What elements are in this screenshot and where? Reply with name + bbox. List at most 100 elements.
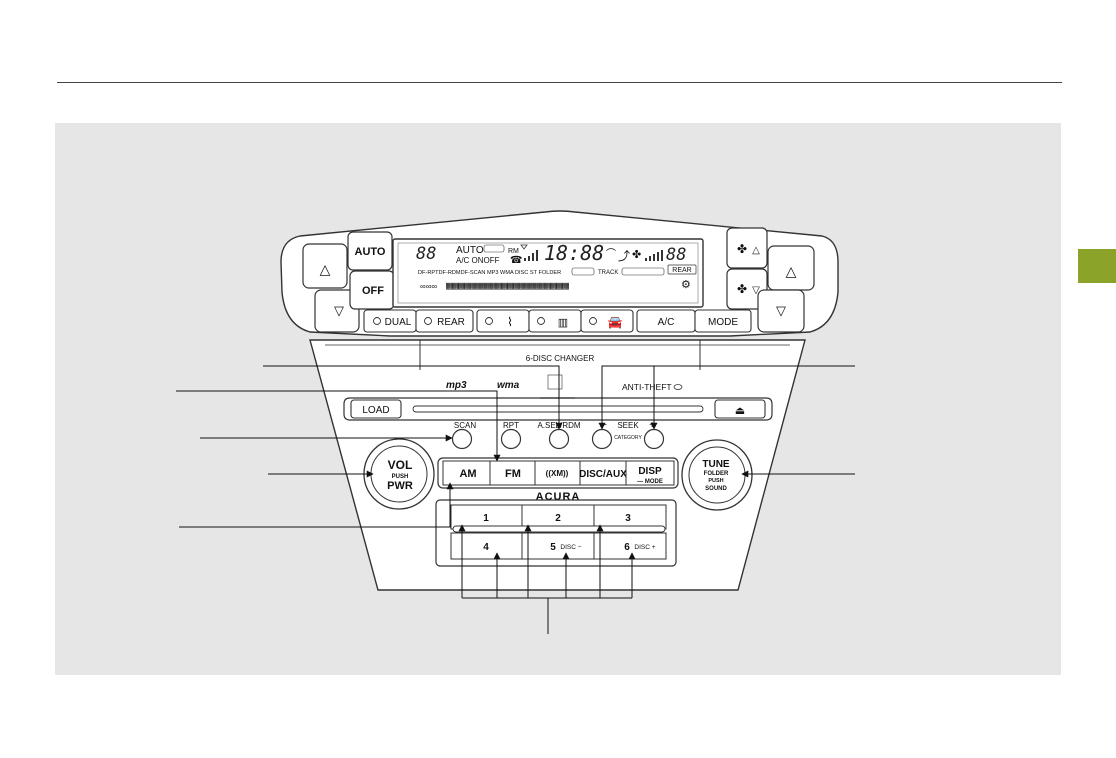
lcd-settings-icon: ⚙ (681, 279, 691, 291)
fan-down-button[interactable]: ✤ ▽ (726, 268, 768, 310)
preset-6-label: 6 (624, 542, 630, 553)
volume-power-knob[interactable]: VOL PUSH PWR (363, 438, 435, 510)
eject-icon: ⏏ (735, 405, 745, 417)
disc-slot-bar (343, 397, 773, 421)
lcd-digits-left: 88 (416, 244, 436, 264)
disc-indicator-icon (547, 374, 563, 390)
wma-logo: wma (497, 380, 520, 391)
lcd-status-row: DF-RPTDF-RDMDF-SCAN MP3 WMA DISC ST FOLD… (418, 270, 561, 276)
disc-aux-button[interactable]: DISC/AUX (579, 460, 627, 486)
down-arrow-icon: ▽ (776, 303, 786, 318)
load-button[interactable]: LOAD (350, 399, 402, 419)
callout-am (179, 482, 454, 528)
right-temp-up-button[interactable]: △ (767, 245, 815, 291)
disp-label: DISP (638, 466, 662, 477)
six-disc-changer-label: 6-DISC CHANGER (526, 354, 595, 363)
lcd-rear: REAR (672, 267, 691, 274)
top-rule (57, 82, 1062, 83)
rear-defrost-button[interactable]: ▥ (528, 309, 582, 333)
pwr-label: PWR (387, 480, 413, 492)
off-button[interactable]: OFF (349, 270, 395, 310)
preset-4-button[interactable]: 4 (450, 532, 523, 560)
lcd-track: TRACK (598, 270, 618, 276)
dual-button[interactable]: DUAL (363, 309, 417, 333)
am-label: AM (459, 468, 476, 480)
preset-2-label: 2 (555, 513, 561, 524)
eject-button[interactable]: ⏏ (714, 399, 766, 419)
right-temp-down-button[interactable]: ▽ (757, 289, 805, 333)
callout-fm (176, 390, 501, 462)
recirculation-button[interactable]: 🚘 (580, 309, 634, 333)
push-label: PUSH (392, 474, 409, 480)
lcd-character-row: ▦▦▦▦▦▦▦▦▦▦▦▦▦▦▦▦▦▦▦▦ (446, 279, 569, 292)
lcd-auto: AUTO (456, 245, 484, 256)
left-temp-down-button[interactable]: ▽ (314, 289, 360, 333)
anti-theft-label: ANTI-THEFT (622, 382, 672, 392)
left-temp-up-button[interactable]: △ (302, 243, 348, 289)
lcd-digits-right: 88 (666, 245, 686, 265)
off-label: OFF (362, 285, 384, 297)
disc-plus-label: DISC + (634, 544, 655, 551)
preset-6-button[interactable]: 6 DISC + (593, 532, 667, 560)
disc-slot (412, 405, 704, 413)
mode-button[interactable]: MODE (694, 309, 752, 333)
lcd-clock: 18:88 (544, 241, 604, 265)
asel-rdm-button[interactable] (548, 428, 570, 450)
front-defrost-icon: ⌇ (507, 315, 513, 329)
seek-label: SEEK (617, 421, 639, 430)
ac-label: A/C (658, 317, 675, 328)
auto-button[interactable]: AUTO (347, 231, 393, 271)
am-button[interactable]: AM (442, 460, 491, 486)
rpt-label: RPT (503, 421, 519, 430)
lcd-display: 88 AUTO A/C ONOFF RM ☎ 18:88 ⌒ ⤴ ✤ 88 DF… (392, 238, 704, 308)
disp-mode-button[interactable]: DISP — MODE (625, 460, 675, 486)
sound-label: SOUND (705, 486, 727, 492)
preset-2-button[interactable]: 2 (521, 504, 595, 530)
signal-bars-icon (520, 244, 538, 261)
up-arrow-icon: △ (786, 263, 797, 279)
scan-button[interactable] (451, 428, 473, 450)
scan-label: SCAN (454, 421, 476, 430)
mode-label: MODE (708, 317, 738, 328)
down-arrow-icon: ▽ (334, 303, 344, 318)
up-arrow-icon: △ (320, 261, 331, 277)
seek-down-button[interactable] (591, 428, 613, 450)
preset-3-button[interactable]: 3 (593, 504, 667, 530)
tune-label: TUNE (702, 459, 730, 470)
phone-icon: ☎ (510, 255, 522, 266)
auto-label: AUTO (355, 246, 386, 258)
fan-indicator-icon: ✤ (632, 249, 641, 261)
down-arrow-icon: ▽ (752, 285, 760, 296)
preset-5-button[interactable]: 5 DISC − (521, 532, 595, 560)
fan-up-button[interactable]: ✤ △ (726, 227, 768, 269)
seek-up-button[interactable] (643, 428, 665, 450)
disp-mode-label: — MODE (637, 479, 663, 485)
xm-label: ((XM)) (546, 469, 569, 478)
xm-button[interactable]: ((XM)) (534, 460, 581, 486)
vol-label: VOL (388, 458, 413, 472)
preset-4-label: 4 (483, 542, 489, 553)
changer-slot (452, 525, 666, 533)
rear-defrost-icon: ▥ (558, 317, 568, 329)
fm-button[interactable]: FM (489, 460, 536, 486)
preset-5-label: 5 (550, 542, 556, 553)
lcd-ac-onoff: A/C ONOFF (456, 256, 500, 265)
preset-3-label: 3 (625, 513, 631, 524)
fan-icon: ✤ (737, 242, 747, 256)
mp3-logo: mp3 (446, 380, 467, 391)
preset-1-label: 1 (483, 513, 489, 524)
callout-asel-rdm (263, 365, 563, 430)
rear-button[interactable]: REAR (415, 309, 474, 333)
tune-sound-knob[interactable]: TUNE FOLDER PUSH SOUND (681, 439, 753, 511)
ac-button[interactable]: A/C (636, 309, 696, 333)
fm-label: FM (505, 468, 521, 480)
airflow-icon: ⤴ (618, 248, 630, 263)
front-defrost-button[interactable]: ⌇ (476, 309, 530, 333)
fan-level-bars-icon (645, 250, 663, 261)
callout-seek (598, 365, 855, 430)
rear-label: REAR (437, 317, 465, 328)
push-label-2: PUSH (708, 478, 723, 484)
rpt-button[interactable] (500, 428, 522, 450)
section-tab (1078, 249, 1116, 283)
